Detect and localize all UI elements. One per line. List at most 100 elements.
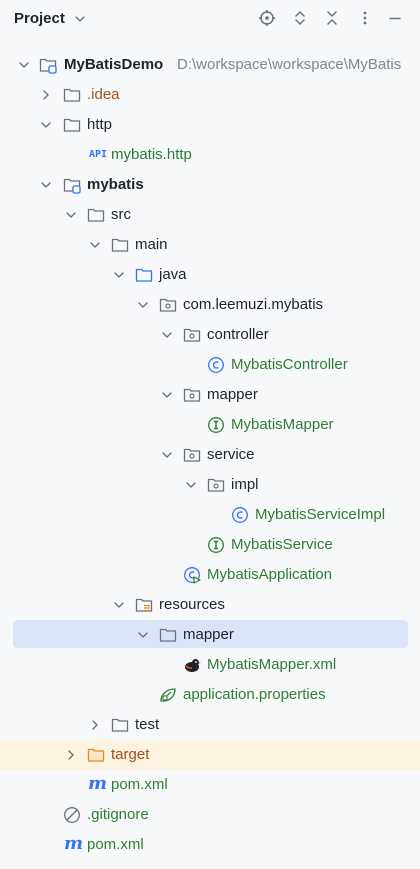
chevron-down-icon[interactable] [137,299,149,311]
package-icon [183,388,201,402]
tree-node-resources-mapper[interactable]: mapper [0,620,420,650]
api-file-icon: API [89,149,108,160]
module-folder-icon [63,178,81,194]
interface-icon [208,417,224,433]
project-path: D:\workspace\workspace\MyBatis [177,56,402,73]
chevron-down-icon[interactable] [40,179,52,191]
tree-node-app-properties[interactable]: application.properties [0,680,420,710]
tree-node-gitignore[interactable]: .gitignore [0,800,420,830]
tree-node-http[interactable]: http [0,110,420,140]
tree-node-service[interactable]: service [0,440,420,470]
chevron-down-icon[interactable] [65,209,77,221]
chevron-down-icon[interactable] [137,629,149,641]
package-icon [183,328,201,342]
folder-icon [159,628,177,642]
tree-node-idea[interactable]: .idea [0,80,420,110]
tree-node-mybatis-mapper[interactable]: MybatisMapper [0,410,420,440]
spring-properties-icon [160,688,176,702]
tree-node-label: service [207,446,255,463]
package-icon [207,478,225,492]
chevron-down-icon[interactable] [113,599,125,611]
tree-node-label: java [159,266,187,283]
project-title[interactable]: Project [14,10,65,27]
tree-node-root[interactable]: MyBatisDemo D:\workspace\workspace\MyBat… [0,50,420,80]
maven-icon: m [88,773,108,794]
tree-node-label: mybatis.http [111,146,192,163]
tree-node-label: impl [231,476,259,493]
tree-node-label: mapper [207,386,258,403]
tree-node-label: MybatisServiceImpl [255,506,386,523]
spring-boot-application-icon [184,567,201,584]
tree-node-package[interactable]: com.leemuzi.mybatis [0,290,420,320]
chevron-down-icon[interactable] [161,389,173,401]
tree-node-target[interactable]: target [0,740,420,770]
tree-node-service-impl[interactable]: MybatisServiceImpl [0,500,420,530]
chevron-down-icon[interactable] [185,479,197,491]
resources-folder-icon [135,598,153,612]
tree-node-label: .idea [87,86,120,103]
tree-node-impl[interactable]: impl [0,470,420,500]
tree-node-test[interactable]: test [0,710,420,740]
module-folder-icon [39,58,57,74]
tree-node-label: MybatisMapper [231,416,334,433]
tree-node-mapper-xml[interactable]: MybatisMapper.xml [0,650,420,680]
tree-node-label: application.properties [183,686,326,703]
tree-node-label: MyBatisDemo [64,56,164,73]
tree-node-label: test [135,716,160,733]
chevron-down-icon[interactable] [89,239,101,251]
class-icon [208,357,224,373]
tree-node-http-file[interactable]: API mybatis.http [0,140,420,170]
folder-icon [111,718,129,732]
tree-node-label: MybatisController [231,356,348,373]
tree-node-resources[interactable]: resources [0,590,420,620]
chevron-down-icon[interactable] [161,449,173,461]
maven-icon: m [64,833,84,854]
more-options-icon[interactable] [355,8,375,28]
tree-node-src[interactable]: src [0,200,420,230]
tree-node-module-pom[interactable]: m pom.xml [0,770,420,800]
source-root-folder-icon [135,268,153,282]
tree-node-main[interactable]: main [0,230,420,260]
chevron-down-icon[interactable] [74,13,86,25]
tree-node-controller[interactable]: controller [0,320,420,350]
tree-node-mapper-package[interactable]: mapper [0,380,420,410]
mybatis-bird-icon [184,659,201,672]
chevron-right-icon[interactable] [89,719,101,731]
chevron-right-icon[interactable] [40,89,52,101]
tree-node-java[interactable]: java [0,260,420,290]
tree-node-root-pom[interactable]: m pom.xml [0,830,420,860]
tree-node-label: MybatisApplication [207,566,333,583]
folder-icon [87,208,105,222]
package-icon [159,298,177,312]
chevron-down-icon[interactable] [40,119,52,131]
tree-node-label: resources [159,596,225,613]
chevron-right-icon[interactable] [65,749,77,761]
class-icon [232,507,248,523]
expand-all-icon[interactable] [290,8,310,28]
excluded-folder-icon [87,748,105,762]
collapse-all-icon[interactable] [322,8,342,28]
tree-node-label: main [135,236,168,253]
tree-node-label: mybatis [87,176,144,193]
folder-icon [63,118,81,132]
tree-node-label: pom.xml [87,836,144,853]
interface-icon [208,537,224,553]
selection-highlight [13,620,408,648]
tree-node-mybatis-controller[interactable]: MybatisController [0,350,420,380]
tree-node-mybatis-service[interactable]: MybatisService [0,530,420,560]
tree-node-label: com.leemuzi.mybatis [183,296,324,313]
chevron-down-icon[interactable] [161,329,173,341]
chevron-down-icon[interactable] [113,269,125,281]
tree-node-label: src [111,206,131,223]
ignore-file-icon [64,807,80,823]
folder-icon [63,88,81,102]
tree-node-mybatis[interactable]: mybatis [0,170,420,200]
chevron-down-icon[interactable] [18,59,30,71]
tree-node-label: http [87,116,113,133]
tree-node-application[interactable]: MybatisApplication [0,560,420,590]
minimize-icon[interactable] [385,8,405,28]
tree-node-label: MybatisService [231,536,333,553]
locate-icon[interactable] [257,8,277,28]
tree-node-label: MybatisMapper.xml [207,656,337,673]
